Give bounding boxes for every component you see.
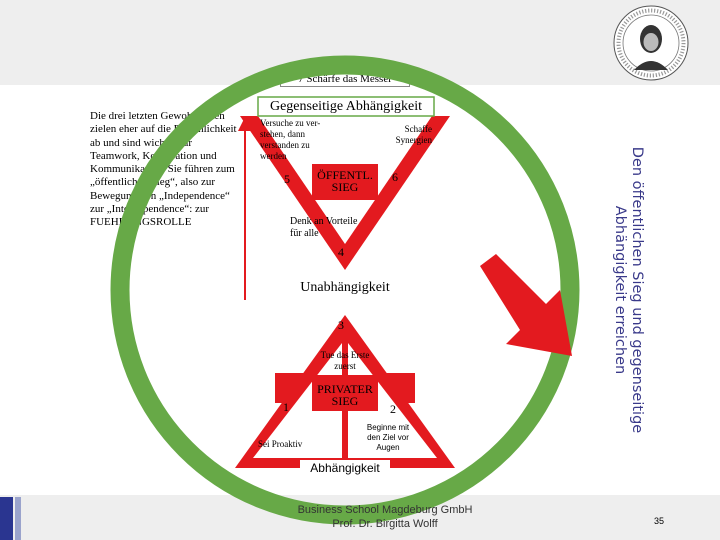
top-banner-box: [257, 96, 435, 117]
private-victory-line-2: SIEG: [331, 394, 359, 408]
private-victory-line-1: PRIVATER: [317, 382, 373, 396]
footer-text: Business School Magdeburg GmbH Prof. Dr.…: [240, 503, 530, 531]
public-victory-line-1: ÖFFENTL.: [317, 168, 373, 182]
bottom-banner-box: [300, 460, 390, 476]
habit-number-1: 1: [283, 400, 289, 414]
habit-number-4: 4: [338, 245, 344, 259]
footer-accent-bar-light: [15, 497, 21, 540]
habit-5-label: Versuche zu ver- stehen, dann verstanden…: [260, 118, 321, 161]
footer-school: Business School Magdeburg GmbH: [297, 504, 473, 516]
public-center-band: [312, 164, 378, 200]
habit-4-label: Denk an Vorteile für alle: [290, 216, 358, 239]
footer-accent-bar-dark: [0, 497, 13, 540]
habit-1-label: Sei Proaktiv: [258, 439, 303, 449]
outer-ring: [110, 55, 580, 525]
footer-author: Prof. Dr. Birgitta Wolff: [332, 518, 438, 530]
private-victory-center-label: PRIVATER SIEG: [300, 383, 390, 407]
explanation-text: Die drei letzten Gewohnheiten zielen ehe…: [90, 110, 237, 229]
habit-number-2: 2: [390, 402, 396, 416]
private-inner-left: [253, 343, 342, 458]
page-number: 35: [653, 516, 664, 526]
bottom-banner-label: Abhängigkeit: [310, 461, 380, 475]
university-seal-logo: [613, 5, 689, 81]
middle-banner-label: Unabhängigkeit: [300, 280, 390, 295]
public-victory-line-2: SIEG: [331, 180, 359, 194]
top-banner-label: Gegenseitige Abhängigkeit: [269, 99, 423, 114]
private-center-band: [312, 375, 378, 411]
private-inner-right: [348, 343, 437, 458]
habit-number-6: 6: [392, 170, 398, 184]
big-red-arrow: [480, 254, 572, 356]
vertical-caption: Den öffentlichen Sieg und gegenseitige A…: [612, 146, 645, 434]
habit-2-label: Beginne mit den Ziel vor Augen: [366, 423, 410, 452]
habit-6-label: Schaffe Synergien: [395, 124, 432, 145]
public-victory-center-label: ÖFFENTL. SIEG: [305, 169, 385, 193]
habit-number-3: 3: [338, 318, 344, 332]
habit-number-5: 5: [284, 172, 290, 186]
habit-3-label: Tue das Erste zuerst: [320, 350, 370, 371]
middle-banner-box: [290, 279, 400, 297]
